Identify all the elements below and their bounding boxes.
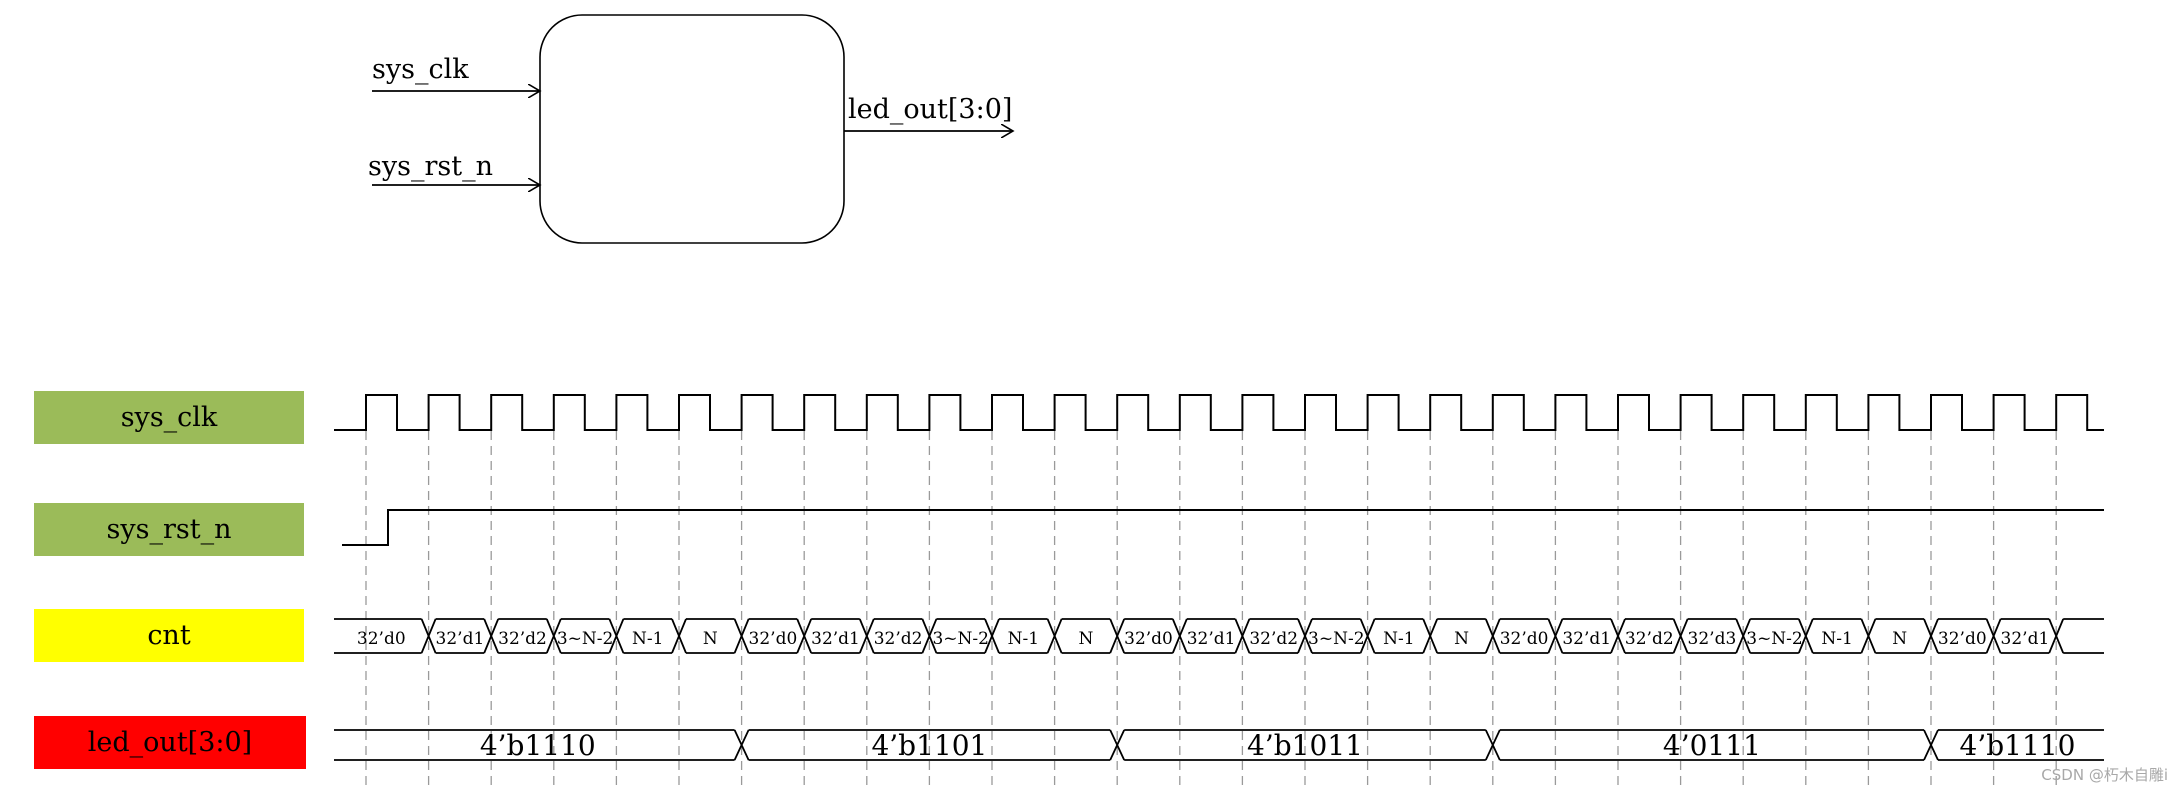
cnt-value-label: 32’d3 bbox=[1688, 629, 1737, 649]
cnt-value-label: 32’d0 bbox=[749, 629, 798, 649]
cnt-value-label: 32’d2 bbox=[498, 629, 547, 649]
cnt-value-label: 3~N-2 bbox=[1746, 629, 1803, 649]
cnt-transition bbox=[1923, 618, 1939, 654]
led-out-transition bbox=[1484, 729, 1501, 761]
cnt-value-label: 3~N-2 bbox=[557, 629, 614, 649]
module-box bbox=[539, 14, 845, 244]
cnt-value-label: N-1 bbox=[1008, 629, 1039, 649]
cnt-transition bbox=[545, 618, 562, 654]
cnt-transition bbox=[1985, 618, 2002, 654]
cnt-value-label: 32’d0 bbox=[1500, 629, 1549, 649]
cnt-value-label: 32’d1 bbox=[2001, 629, 2050, 649]
cnt-transition bbox=[1171, 618, 1188, 654]
watermark: CSDN @朽木自雕i bbox=[2041, 766, 2168, 784]
led-out-value-label: 4’b1110 bbox=[1960, 729, 2076, 762]
cnt-transition bbox=[1610, 618, 1626, 654]
cnt-transition bbox=[1359, 618, 1376, 654]
led-out-value-label: 4’b1101 bbox=[871, 729, 987, 762]
cnt-transition bbox=[1672, 618, 1689, 654]
sys-clk-label: sys_clk bbox=[121, 402, 218, 433]
cnt-label-box bbox=[34, 609, 304, 662]
cnt-transition bbox=[1735, 618, 1752, 654]
cnt-transition bbox=[483, 618, 500, 654]
cnt-transition bbox=[1422, 618, 1439, 654]
cnt-value-label: N bbox=[1454, 629, 1469, 649]
cnt-transition bbox=[984, 618, 1000, 654]
sys-rst-n-waveform bbox=[342, 509, 2104, 546]
led-out-label: led_out[3:0] bbox=[88, 727, 252, 758]
led-out-transition bbox=[1109, 729, 1126, 761]
cnt-value-label: N bbox=[1892, 629, 1907, 649]
cnt-transition bbox=[1297, 618, 1313, 654]
cnt-waveform: 32’d0 32’d1 32’d2 3~N-2 N-1 N 32’d0 32’d1 32’d2 3… bbox=[334, 618, 2104, 654]
cnt-transition bbox=[420, 618, 437, 654]
cnt-transition bbox=[608, 618, 625, 654]
cnt-value-label: N-1 bbox=[632, 629, 663, 649]
sys-clk-label-box bbox=[34, 391, 304, 444]
cnt-value-label: 32’d0 bbox=[1938, 629, 1987, 649]
cnt-value-label: 3~N-2 bbox=[932, 629, 989, 649]
cnt-transition bbox=[1234, 618, 1251, 654]
cnt-transition bbox=[921, 618, 938, 654]
cnt-value-label: N-1 bbox=[1383, 629, 1414, 649]
cnt-value-label: 3~N-2 bbox=[1308, 629, 1365, 649]
sys-rst-n-label: sys_rst_n bbox=[107, 514, 232, 545]
cnt-value-label: 32’d0 bbox=[1124, 629, 1173, 649]
led-out-transition bbox=[1923, 729, 1939, 761]
cnt-transition bbox=[1109, 618, 1126, 654]
edge-gridlines bbox=[365, 431, 2057, 789]
cnt-transition bbox=[1046, 618, 1063, 654]
sys-clk-trace bbox=[334, 394, 2104, 431]
cnt-value-label: N bbox=[1078, 629, 1093, 649]
led-out-transition bbox=[733, 729, 750, 761]
sys-clk-input-label: sys_clk bbox=[372, 54, 469, 85]
cnt-value-label: 32’d1 bbox=[811, 629, 860, 649]
cnt-label: cnt bbox=[147, 620, 191, 651]
cnt-value-label: 32’d2 bbox=[1625, 629, 1674, 649]
cnt-transition bbox=[1797, 618, 1814, 654]
cnt-value-label: N-1 bbox=[1821, 629, 1852, 649]
led-out-value-label: 4’0111 bbox=[1663, 729, 1761, 762]
cnt-value-label: 32’d1 bbox=[1562, 629, 1611, 649]
module-block-diagram: sys_clk sys_rst_n led_out[3:0] bbox=[368, 14, 1013, 244]
led-out-value-label: 4’b1110 bbox=[480, 729, 596, 762]
cnt-value-label: 32’d1 bbox=[1187, 629, 1236, 649]
cnt-value-label: N bbox=[703, 629, 718, 649]
sys-clk-waveform bbox=[334, 394, 2104, 431]
signal-labels: sys_clk sys_rst_n cnt led_out[3:0] bbox=[34, 391, 306, 769]
sys-rst-n-input-label: sys_rst_n bbox=[368, 151, 493, 182]
cnt-value-label: 32’d1 bbox=[436, 629, 485, 649]
led-out-label-box bbox=[34, 716, 306, 769]
led-out-output-label: led_out[3:0] bbox=[848, 94, 1012, 125]
sys-rst-n-label-box bbox=[34, 503, 304, 556]
cnt-value-label: 32’d2 bbox=[1249, 629, 1298, 649]
cnt-transition bbox=[733, 618, 750, 654]
cnt-transition bbox=[796, 618, 813, 654]
cnt-value-label: 32’d2 bbox=[874, 629, 923, 649]
cnt-transition bbox=[858, 618, 875, 654]
cnt-value-label: 32’d0 bbox=[357, 629, 406, 649]
cnt-transition bbox=[1860, 618, 1877, 654]
led-out-value-label: 4’b1011 bbox=[1247, 729, 1363, 762]
cnt-transition bbox=[1547, 618, 1564, 654]
cnt-transition bbox=[671, 618, 687, 654]
cnt-transition bbox=[1484, 618, 1501, 654]
led-out-waveform: 4’b1110 4’b1101 4’b1011 4’0111 4’b1110 bbox=[334, 729, 2104, 762]
sys-rst-n-trace bbox=[342, 509, 2104, 546]
cnt-transition bbox=[2048, 618, 2065, 654]
